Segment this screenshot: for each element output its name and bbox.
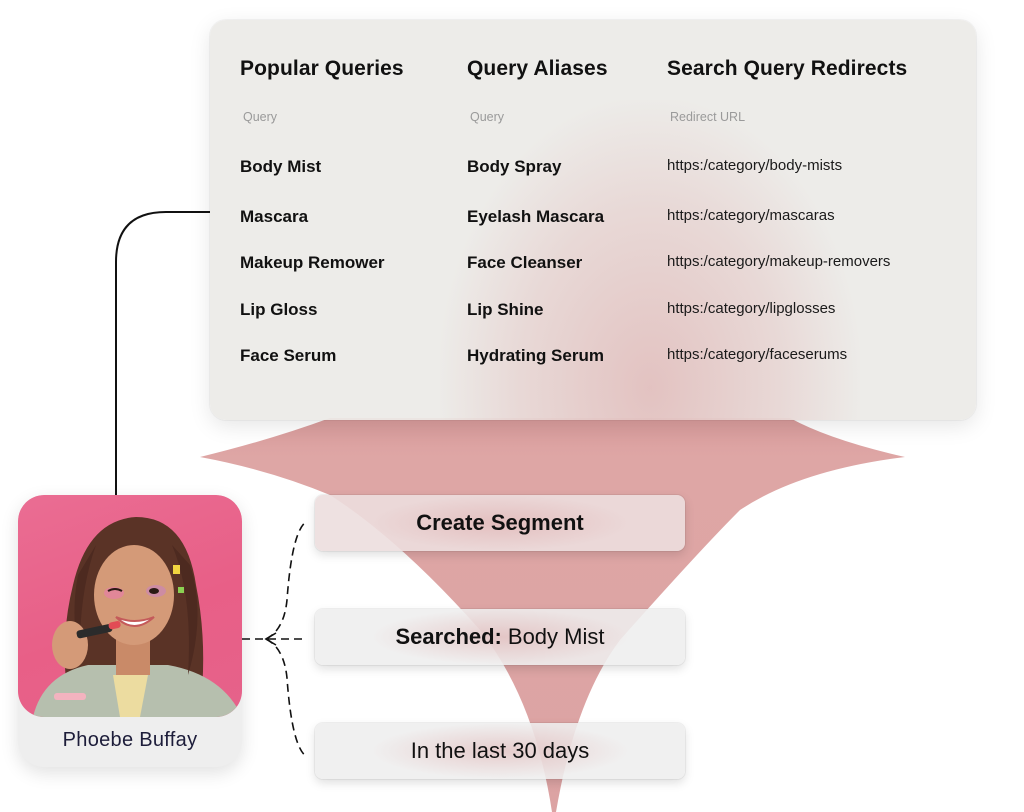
searched-condition[interactable]: Searched: Body Mist [315,609,685,665]
profile-name: Phoebe Buffay [62,729,198,751]
table-cell: Body Mist [240,157,322,176]
create-segment-button[interactable]: Create Segment [315,495,685,551]
redirect-url: https:/category/faceserums [667,346,848,363]
table-cell: Body Spray [467,157,562,176]
profile-card: Phoebe Buffay [18,495,242,767]
create-segment-label: Create Segment [416,510,584,535]
table-cell: Hydrating Serum [467,346,604,365]
column-subheader: Query [470,110,505,124]
table-cell: Mascara [240,207,309,226]
table-cell: Eyelash Mascara [467,207,605,226]
redirect-url: https:/category/lipglosses [667,300,836,317]
column-subheader: Redirect URL [670,110,746,124]
avatar [18,495,242,717]
column-title: Query Aliases [467,57,608,80]
query-mapping-card: Popular Queries Query Body Mist Mascara … [210,20,976,420]
redirect-url: https:/category/makeup-removers [667,253,891,270]
table-cell: Lip Gloss [240,300,318,319]
redirect-url: https:/category/body-mists [667,157,843,174]
searched-label: Searched: [395,624,502,649]
column-title: Search Query Redirects [667,57,908,80]
column-title: Popular Queries [240,57,404,80]
table-cell: Lip Shine [467,300,544,319]
column-subheader: Query [243,110,278,124]
table-cell: Makeup Remower [240,253,385,272]
table-cell: Face Serum [240,346,337,365]
searched-value: Body Mist [507,624,605,649]
timeframe-label: In the last 30 days [410,738,590,763]
redirect-url: https:/category/mascaras [667,207,835,224]
timeframe-condition[interactable]: In the last 30 days [315,723,685,779]
table-cell: Face Cleanser [467,253,583,272]
person-portrait-icon [33,517,242,717]
